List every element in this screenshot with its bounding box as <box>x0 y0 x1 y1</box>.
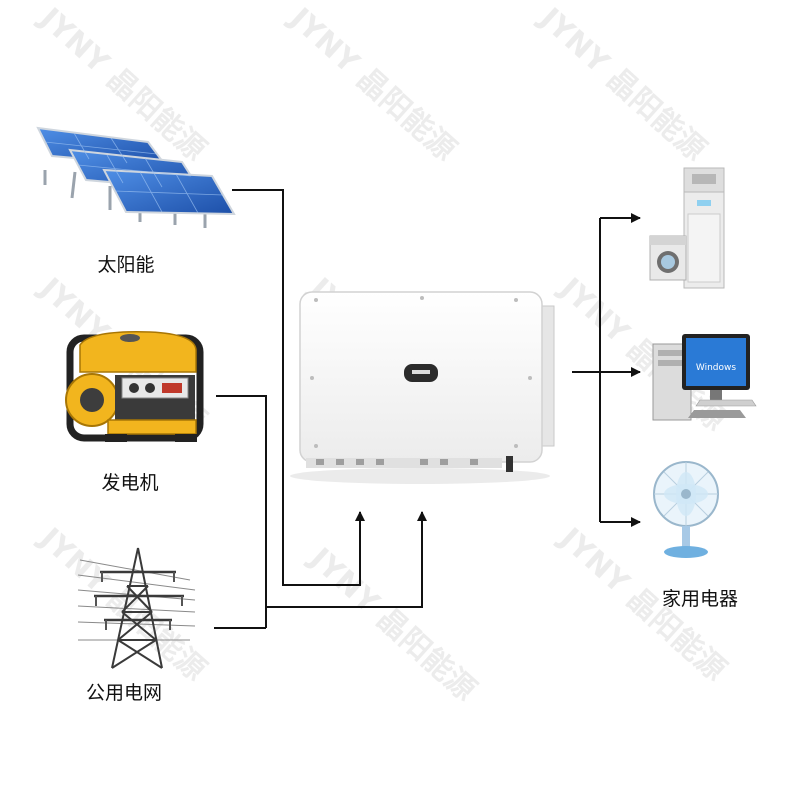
generator-label: 发电机 <box>101 472 159 494</box>
appliances-label: 家用电器 <box>661 588 739 610</box>
connection-lines <box>214 189 641 629</box>
washing-machine-icon <box>649 235 687 281</box>
merge-line <box>266 511 427 608</box>
grid-label: 公用电网 <box>85 682 163 704</box>
solar-line <box>232 189 365 586</box>
air-conditioner-icon <box>683 167 725 289</box>
power-tower-icon <box>77 547 196 669</box>
solar-panel-icon <box>36 126 236 228</box>
fan-icon <box>653 461 719 558</box>
inverter-icon <box>290 291 555 484</box>
monitor-screen-text: Windows <box>696 363 736 373</box>
solar-label: 太阳能 <box>97 254 155 276</box>
computer-icon: Windows <box>652 334 757 421</box>
generator-icon <box>65 331 204 442</box>
generator-line <box>216 395 267 628</box>
